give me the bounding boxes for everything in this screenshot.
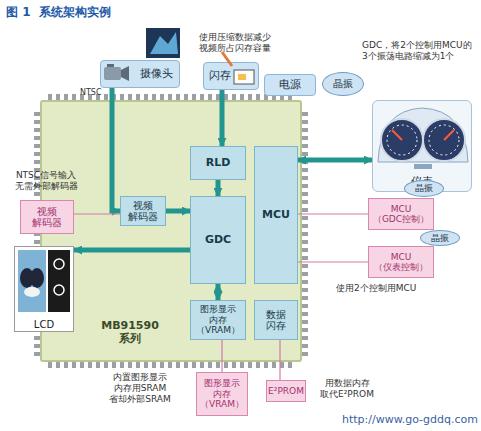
- camera-photo: [146, 28, 180, 58]
- chip-body: MB91590 系列 RLD 视频 解码器 GDC MCU 图形显示 内存 （VRAM） 数…: [40, 100, 302, 362]
- flower: [24, 287, 40, 297]
- chip-pins-top: [48, 94, 296, 100]
- chip-pins-right: [302, 108, 308, 356]
- signal-name: NTSC: [80, 88, 110, 98]
- crystal-oval: 晶振: [322, 72, 364, 96]
- flash-box: 闪存: [203, 62, 259, 90]
- lcd-picture: [18, 250, 46, 312]
- rld-block: RLD: [190, 146, 246, 180]
- replacement-line: [279, 340, 280, 380]
- callout-note: 内置图形显示 内存用SRAM 省却外部SRAM: [100, 372, 180, 404]
- node-text: MCU （GDC控制）: [371, 204, 431, 225]
- node-text: 晶振: [415, 183, 433, 193]
- butterfly-wing: [20, 268, 34, 288]
- chip-pins-bottom: [48, 362, 296, 368]
- data-arrow: [166, 209, 190, 214]
- crystal-oval: 晶振: [404, 180, 444, 197]
- gauge-ticks: [387, 125, 417, 155]
- node-text: 图形显示 内存 （VRAM）: [193, 304, 243, 335]
- node-text: E²PROM: [268, 386, 304, 396]
- gauge-dial: [381, 119, 423, 161]
- data-arrow: [298, 158, 372, 163]
- node-text: 闪存: [209, 70, 231, 83]
- lcd-panel: LCD: [14, 246, 74, 332]
- flash-card-chip: [238, 74, 246, 80]
- camera-viewfinder: [107, 64, 114, 67]
- camera-icon: [104, 67, 121, 80]
- camera-lens: [121, 66, 129, 81]
- watermark: http://www.go-gddq.com: [296, 413, 478, 426]
- data-flash-block: 数据 闪存: [254, 300, 298, 340]
- camera-box: 摄像头: [100, 60, 180, 88]
- decoder-block: 视频 解码器: [120, 196, 166, 226]
- replacement-line: [298, 213, 368, 214]
- node-text: RLD: [206, 157, 231, 170]
- pen-icon: [222, 52, 232, 66]
- meter-panel: 仪表: [372, 100, 472, 192]
- data-arrow: [74, 248, 190, 253]
- node-text: 晶振: [431, 233, 449, 243]
- node-text: MCU （仪表控制）: [371, 252, 431, 273]
- title-holder: 图 1 系统架构实例: [6, 4, 111, 21]
- phone-icon: [54, 259, 64, 269]
- crystal-oval: 晶振: [420, 230, 460, 246]
- node-text: GDC: [205, 234, 231, 247]
- data-arrow: [112, 88, 120, 211]
- replacement-line: [74, 213, 120, 214]
- gauge-dial: [423, 119, 465, 161]
- camera-photo-scene: [150, 32, 178, 54]
- node-text: MCU: [262, 209, 290, 222]
- lcd-phone: [48, 250, 70, 312]
- node-text: MB91590 系列: [100, 320, 160, 345]
- replacement-line: [298, 261, 368, 262]
- mcu-block: MCU: [254, 146, 298, 284]
- node-text: LCD: [34, 319, 54, 331]
- data-arrow: [220, 90, 225, 146]
- gauge-needle: [392, 130, 402, 140]
- power-box: 电源: [264, 74, 316, 96]
- callout-note: 使用压缩数据减少 视频所占闪存容量: [190, 32, 280, 54]
- node-text: 摄像头: [140, 68, 173, 81]
- phone-icon: [54, 285, 64, 295]
- callout-note: 用数据内存 取代E²PROM: [312, 378, 382, 400]
- external-decoder: 视频 解码器: [20, 200, 74, 234]
- node-text: 晶振: [333, 78, 353, 90]
- data-arrow: [216, 180, 221, 196]
- node-text: 数据 闪存: [257, 309, 295, 332]
- dashboard-outline: [378, 108, 468, 162]
- gdc-block: GDC: [190, 196, 246, 284]
- gauge-needle: [444, 130, 454, 140]
- external-mcu: MCU （GDC控制）: [368, 198, 434, 230]
- replacement-line: [221, 340, 222, 372]
- external-eeprom: E²PROM: [266, 380, 306, 402]
- callout-note: 使用2个控制用MCU: [336, 283, 456, 294]
- callout-note: NTSC信号输入 无需外部解码器: [8, 170, 84, 192]
- gauge-ticks: [429, 125, 459, 155]
- node-text: 视频 解码器: [123, 200, 163, 223]
- dashboard-display: [414, 164, 432, 169]
- node-text: 图形显示 内存 （VRAM）: [199, 378, 245, 409]
- node-text: 电源: [279, 79, 301, 92]
- figure-title: 图 1 系统架构实例: [6, 4, 111, 21]
- node-text: 仪表: [411, 176, 433, 189]
- callout-note: GDC，将2个控制用MCU的 3个振荡电路缩减为1个: [362, 40, 481, 62]
- butterfly-wing: [30, 268, 44, 288]
- vram-block: 图形显示 内存 （VRAM）: [190, 300, 246, 340]
- data-arrow: [216, 284, 221, 300]
- node-text: 视频 解码器: [23, 206, 71, 229]
- external-mcu: MCU （仪表控制）: [368, 246, 434, 278]
- flash-card-icon: [234, 70, 254, 84]
- chip-pins-left: [34, 108, 40, 356]
- external-vram: 图形显示 内存 （VRAM）: [196, 372, 248, 416]
